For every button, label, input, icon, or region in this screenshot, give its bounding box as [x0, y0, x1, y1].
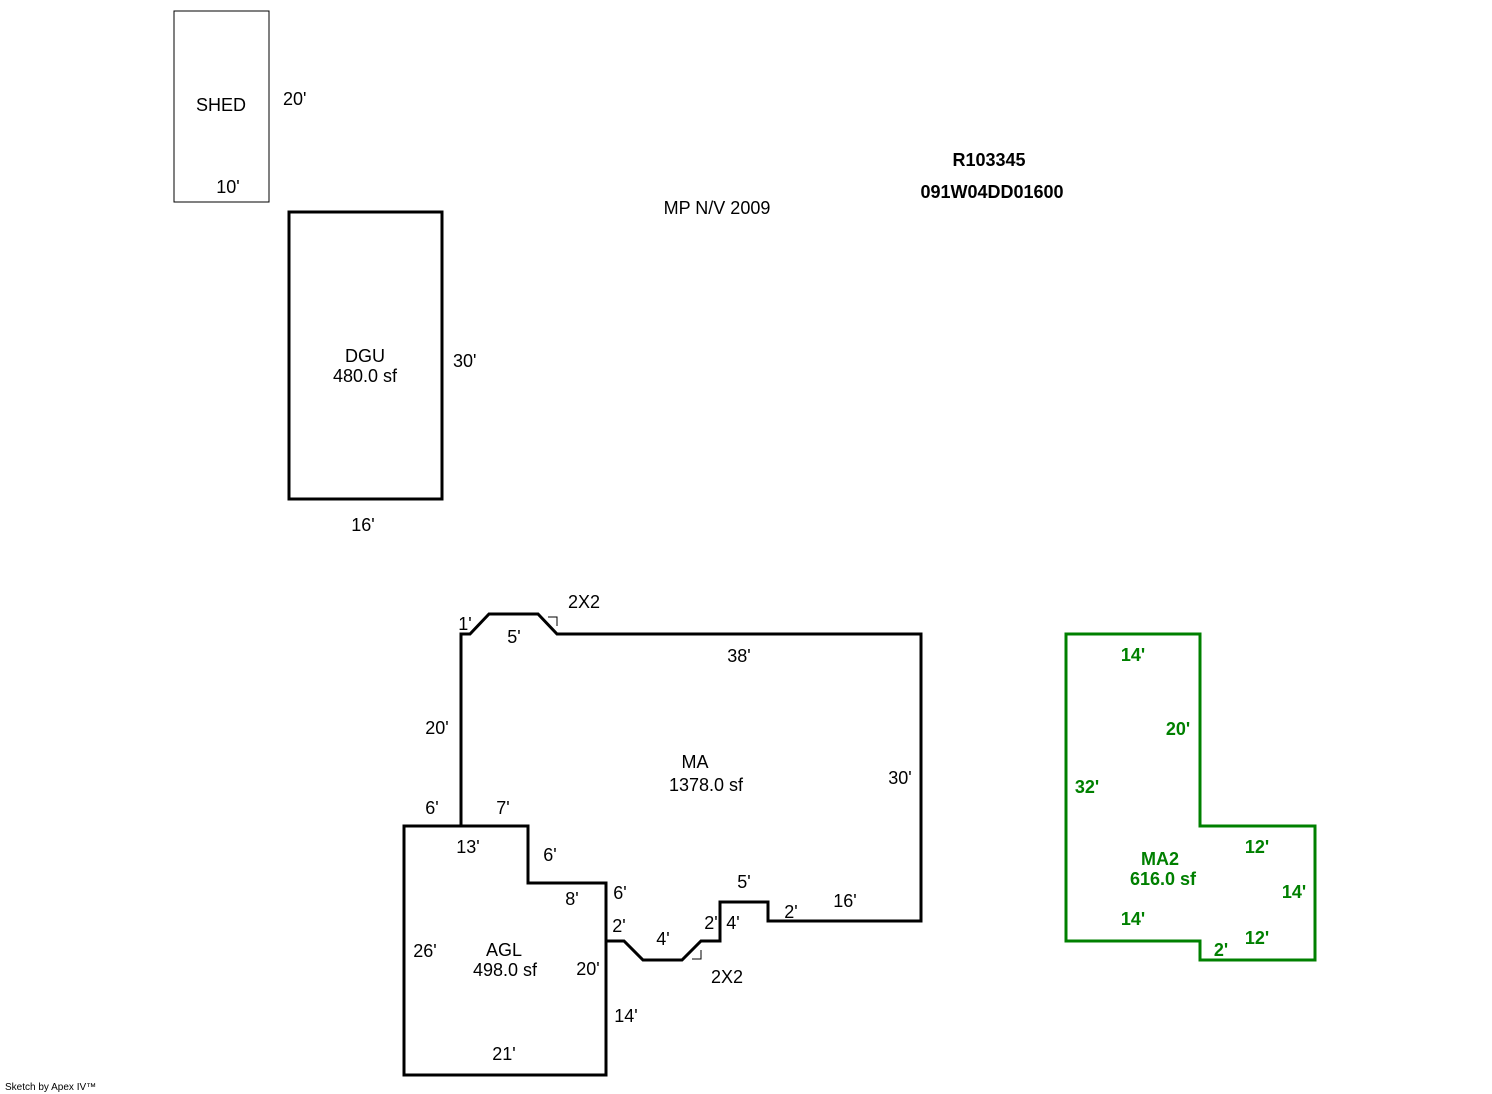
dgu-label: DGU — [345, 346, 385, 366]
dgu-dim-bottom: 16' — [351, 515, 374, 535]
ma-dim-top-bump: 5' — [507, 627, 520, 647]
ma2-area: 616.0 sf — [1130, 869, 1197, 889]
ma2-outline — [1064, 632, 1317, 962]
ma-dim-step-right-2: 2' — [784, 902, 797, 922]
agl-outline — [402, 824, 608, 1077]
ma-dim-bay-bottom: 4' — [656, 929, 669, 949]
shed-outline — [173, 10, 270, 203]
agl-area: 498.0 sf — [473, 960, 538, 980]
sketch-note: MP N/V 2009 — [664, 198, 771, 218]
ma-dim-step-4: 4' — [726, 913, 739, 933]
ma-dim-top: 38' — [727, 646, 750, 666]
map-number: 091W04DD01600 — [920, 182, 1063, 202]
ma2-dim-right-14: 14' — [1282, 882, 1306, 902]
ma-dim-bottom-right: 16' — [833, 891, 856, 911]
shed-label: SHED — [196, 95, 246, 115]
ma-area: 1378.0 sf — [669, 775, 744, 795]
ma-dim-inner-6b: 6' — [613, 883, 626, 903]
agl-dim-right-20: 20' — [576, 959, 599, 979]
sketch-credit: Sketch by Apex IV™ — [5, 1082, 96, 1093]
agl-dim-right-14: 14' — [614, 1006, 637, 1026]
bay-bottom-marker — [692, 950, 702, 960]
ma-dim-top-left-step: 1' — [458, 614, 471, 634]
ma-dim-step-2b: 2' — [704, 913, 717, 933]
bay-top-marker — [548, 616, 558, 626]
ma-dim-lower-top: 7' — [496, 798, 509, 818]
dgu-dim-right: 30' — [453, 351, 476, 371]
dgu-outline — [287, 210, 444, 501]
ma2-dim-inner-20: 20' — [1166, 719, 1190, 739]
agl-dim-top: 13' — [456, 837, 479, 857]
ma-dim-left: 20' — [425, 718, 448, 738]
agl-dim-bottom: 21' — [492, 1044, 515, 1064]
ma2-label: MA2 — [1141, 849, 1179, 869]
ma-dim-right: 30' — [888, 768, 911, 788]
ma2-dim-left: 32' — [1075, 777, 1099, 797]
ma2-dim-step-12a: 12' — [1245, 837, 1269, 857]
ma-dim-inner-8: 8' — [565, 889, 578, 909]
agl-label: AGL — [486, 940, 522, 960]
ma2-dim-top: 14' — [1121, 645, 1145, 665]
shed-dim-bottom: 10' — [216, 177, 239, 197]
ma-bay-bottom-label: 2X2 — [711, 967, 743, 987]
ma2-dim-step-2: 2' — [1214, 940, 1228, 960]
parcel-id: R103345 — [952, 150, 1025, 170]
ma-bay-top-label: 2X2 — [568, 592, 600, 612]
ma-dim-lower-left-step: 6' — [425, 798, 438, 818]
ma-label: MA — [682, 752, 709, 772]
ma2-dim-bottom-14: 14' — [1121, 909, 1145, 929]
dgu-area: 480.0 sf — [333, 366, 398, 386]
shed-dim-right: 20' — [283, 89, 306, 109]
ma-dim-left-inner-2: 2' — [612, 916, 625, 936]
ma2-dim-step-12b: 12' — [1245, 928, 1269, 948]
agl-dim-left: 26' — [413, 941, 436, 961]
ma-dim-inner-6a: 6' — [543, 845, 556, 865]
ma-dim-step-top-5: 5' — [737, 872, 750, 892]
